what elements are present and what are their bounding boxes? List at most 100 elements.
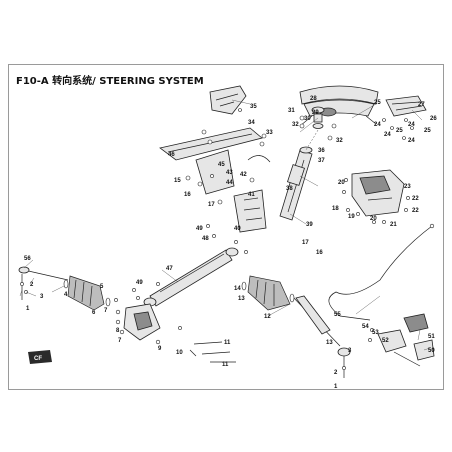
- part-label: 31: [288, 108, 295, 114]
- part-label: 24: [384, 132, 391, 138]
- intermediate-shaft: [143, 247, 239, 307]
- diagram-title: F10-A 转向系统/ STEERING SYSTEM: [16, 76, 204, 87]
- part-label: 13: [238, 296, 245, 302]
- right-tie-rod: [291, 295, 351, 378]
- part-label: 32: [292, 122, 299, 128]
- part-label: 7: [104, 308, 108, 314]
- part-label: 10: [176, 350, 183, 356]
- logo-text: CF: [34, 356, 42, 362]
- part-label: 30: [304, 116, 311, 122]
- part-labels: 56 2 3 1 4 5 6 7 7 8 9 10 11 11 12 13 14…: [24, 96, 437, 390]
- part-label: 26: [430, 116, 437, 122]
- tilt-cable: [328, 223, 435, 321]
- part-label: 43: [226, 170, 233, 176]
- part-label: 1: [334, 384, 338, 390]
- part-label: 2: [334, 370, 338, 376]
- part-label: 17: [208, 202, 215, 208]
- part-label: 28: [310, 96, 317, 102]
- part-label: 22: [412, 208, 419, 214]
- part-label: 11: [222, 362, 229, 368]
- part-label: 53: [372, 330, 379, 336]
- part-label: 35: [250, 104, 257, 110]
- part-label: 16: [184, 192, 191, 198]
- part-label: 38: [286, 186, 293, 192]
- part-label: 29: [312, 110, 319, 116]
- part-label: 25: [374, 100, 381, 106]
- part-label: 49: [196, 226, 203, 232]
- part-label: 16: [316, 250, 323, 256]
- part-label: 17: [302, 240, 309, 246]
- part-label: 7: [118, 338, 122, 344]
- lower-bolts: [156, 282, 236, 363]
- part-label: 39: [306, 222, 313, 228]
- part-label: 14: [234, 286, 241, 292]
- part-label: 46: [168, 152, 175, 158]
- steering-column: [279, 146, 313, 221]
- part-label: 2: [30, 282, 34, 288]
- part-label: 34: [248, 120, 255, 126]
- part-label: 37: [318, 158, 325, 164]
- part-label: 9: [158, 346, 162, 352]
- part-label: 20: [370, 216, 377, 222]
- part-label: 36: [318, 148, 325, 154]
- part-label: 45: [218, 162, 225, 168]
- part-label: 55: [334, 312, 341, 318]
- part-label: 5: [100, 284, 104, 290]
- part-label: 44: [226, 180, 233, 186]
- leader-lines: [19, 99, 431, 351]
- part-label: 22: [412, 196, 419, 202]
- part-label: 8: [116, 328, 120, 334]
- part-label: 54: [362, 324, 369, 330]
- part-label: 41: [248, 192, 255, 198]
- part-label: 32: [336, 138, 343, 144]
- part-label: 12: [264, 314, 271, 320]
- part-label: 20: [338, 180, 345, 186]
- part-label: 24: [374, 122, 381, 128]
- diagram-frame: [8, 64, 444, 390]
- steering-wheel: [299, 85, 379, 127]
- part-label: 18: [332, 206, 339, 212]
- column-centerline: [305, 129, 319, 151]
- left-boot: [67, 275, 105, 311]
- left-tie-rod: [18, 266, 69, 300]
- part-label: 52: [382, 338, 389, 344]
- bracket-bolts: [185, 129, 267, 205]
- part-label: 51: [428, 334, 435, 340]
- tilt-pedal: [368, 313, 435, 367]
- left-boot-clamps: [63, 279, 118, 307]
- part-label: 6: [92, 310, 96, 316]
- cover-screws: [382, 118, 414, 140]
- part-label: 47: [166, 266, 173, 272]
- part-label: 42: [240, 172, 247, 178]
- steering-wheel-cover: [385, 95, 427, 117]
- part-label: 11: [224, 340, 231, 346]
- part-label: 24: [408, 122, 415, 128]
- right-boot-clamps: [241, 281, 295, 303]
- part-label: 4: [64, 292, 68, 298]
- part-label: 25: [396, 128, 403, 134]
- part-label: 48: [202, 236, 209, 242]
- switch-bolts: [342, 178, 410, 224]
- part-label: 3: [348, 348, 352, 354]
- brand-logo: CF: [28, 350, 52, 364]
- part-label: 1: [26, 306, 30, 312]
- part-label: 27: [418, 102, 425, 108]
- part-label: 21: [390, 222, 397, 228]
- screw-34: [238, 108, 242, 112]
- steering-gear-box: [115, 303, 161, 345]
- part-label: 50: [428, 348, 435, 354]
- part-label: 23: [404, 184, 411, 190]
- part-label: 13: [326, 340, 333, 346]
- part-label: 19: [348, 214, 355, 220]
- part-label: 15: [174, 178, 181, 184]
- part-label: 33: [266, 130, 273, 136]
- switch-housing: [351, 169, 405, 217]
- part-label: 25: [424, 128, 431, 134]
- part-label: 40: [234, 226, 241, 232]
- part-label: 56: [24, 256, 31, 262]
- part-label: 3: [40, 294, 44, 300]
- column-top-cover: [209, 85, 247, 115]
- part-label: 49: [136, 280, 143, 286]
